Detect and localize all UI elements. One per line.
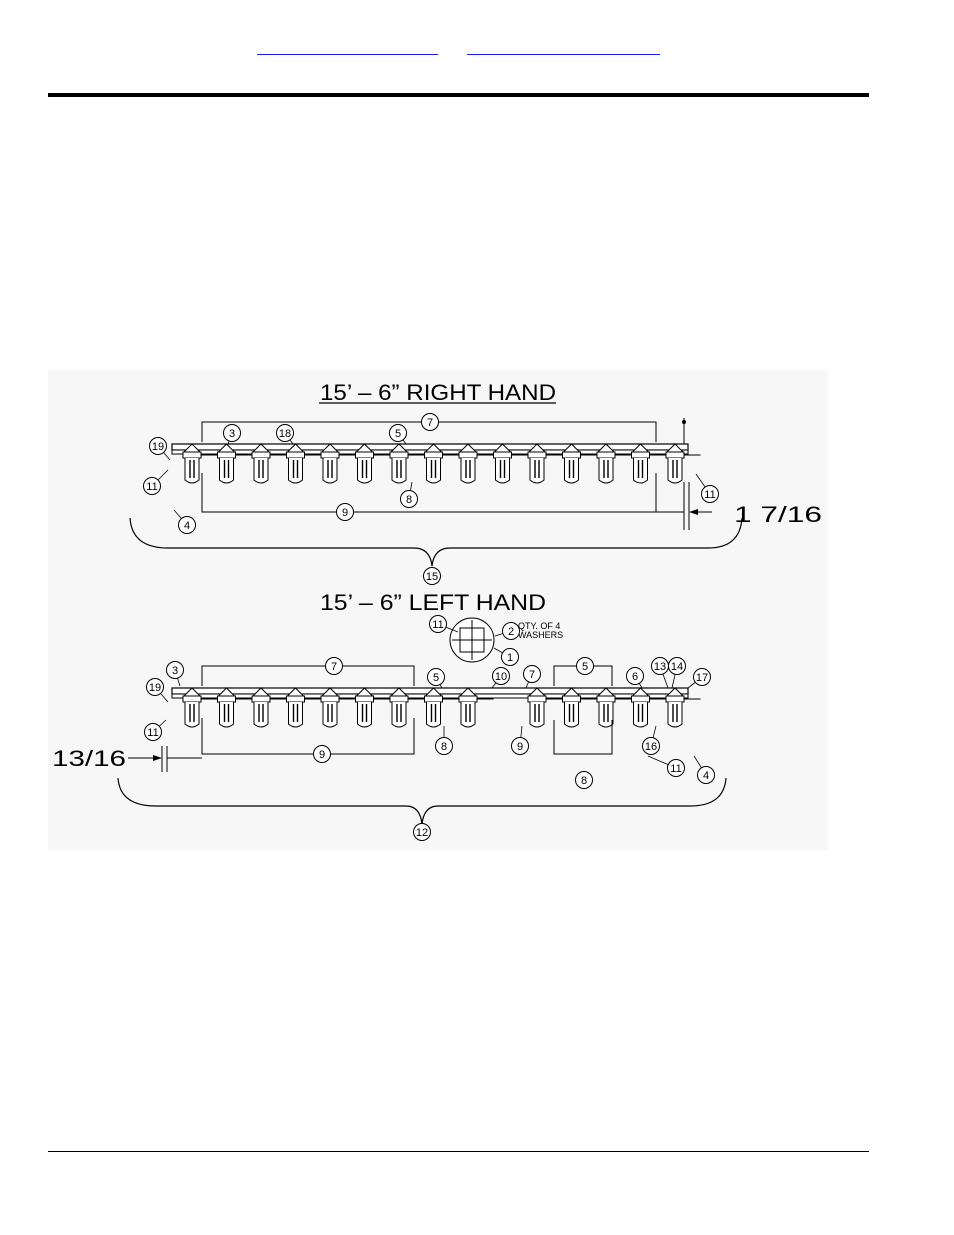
- callout-bubble: 8: [576, 772, 593, 789]
- callout-label: 6: [632, 671, 638, 683]
- callout-label: 11: [146, 481, 157, 493]
- callout-bubble: 6: [627, 668, 644, 689]
- callout-bubble: 16: [643, 726, 660, 755]
- callout-bubble: 3: [224, 425, 241, 445]
- callout-bubble: 3: [167, 662, 184, 687]
- callout-bubble: 5: [428, 669, 445, 689]
- header-rule: [48, 93, 869, 97]
- callout-bubble: 7: [524, 666, 541, 689]
- callout-label: 14: [671, 661, 683, 673]
- callout-label: 4: [184, 520, 190, 532]
- left-hand-assembly: 15’ – 6” LEFT HAND QTY. OF 4 WASHERS 13/…: [52, 590, 726, 841]
- callout-label: 13: [654, 661, 666, 673]
- callout-bubble: 9: [337, 504, 354, 521]
- note-line-2: WASHERS: [518, 630, 563, 640]
- callout-label: 17: [696, 672, 708, 684]
- callout-bubble: 5: [577, 658, 594, 675]
- callout-label: 9: [319, 749, 325, 761]
- callout-bubble: 5: [390, 425, 407, 445]
- callout-bubble: 4: [694, 756, 715, 784]
- callout-bubble: 18: [277, 425, 294, 445]
- callout-label: 9: [342, 507, 348, 519]
- callout-label: 10: [495, 671, 507, 683]
- callout-bubble: 10: [492, 668, 510, 689]
- callout-label: 19: [152, 441, 164, 453]
- callout-label: 3: [172, 665, 178, 677]
- callout-bubble: 8: [401, 482, 418, 508]
- callout-bubble: 11: [696, 474, 719, 503]
- left-hand-title: 15’ – 6” LEFT HAND: [320, 590, 546, 615]
- header-link-1[interactable]: [257, 50, 438, 55]
- callout-bubble: 11: [430, 616, 459, 633]
- callout-bubble: 8: [436, 726, 453, 755]
- left-hand-dimension: 13/16: [52, 746, 126, 771]
- callout-bubble: 13: [652, 658, 669, 689]
- callout-label: 12: [416, 827, 428, 839]
- callout-label: 7: [331, 661, 337, 673]
- callout-bubble: 12: [414, 824, 431, 841]
- callout-bubble: 14: [669, 658, 686, 689]
- callout-label: 1: [507, 652, 513, 664]
- footer-rule: [48, 1151, 869, 1152]
- callout-bubble: 9: [512, 726, 529, 755]
- callout-label: 8: [406, 494, 412, 506]
- callout-label: 11: [704, 489, 715, 501]
- callout-bubble: 7: [422, 414, 439, 431]
- callout-bubble: 7: [326, 658, 343, 675]
- callout-label: 5: [395, 428, 401, 440]
- callout-bubble: 19: [150, 438, 171, 461]
- callout-bubble: 1: [494, 648, 519, 666]
- callout-bubble: 17: [688, 669, 711, 689]
- callout-label: 5: [582, 661, 588, 673]
- callout-label: 15: [426, 571, 438, 583]
- callout-bubble: 11: [144, 470, 169, 495]
- callout-label: 8: [441, 741, 447, 753]
- callout-label: 11: [670, 763, 681, 775]
- callout-label: 9: [517, 741, 523, 753]
- callout-bubble: 11: [145, 720, 167, 741]
- callout-label: 7: [427, 417, 433, 429]
- callout-bubble: 4: [174, 510, 196, 534]
- callout-label: 8: [581, 775, 587, 787]
- callout-label: 19: [149, 682, 161, 694]
- callout-bubble: 9: [314, 746, 331, 763]
- callout-label: 11: [147, 727, 158, 739]
- callout-label: 4: [703, 770, 709, 782]
- callout-label: 16: [645, 741, 657, 753]
- right-hand-title: 15’ – 6” RIGHT HAND: [320, 380, 556, 405]
- callout-label: 5: [433, 672, 439, 684]
- callout-label: 3: [229, 428, 235, 440]
- right-hand-dimension: 1 7/16: [734, 502, 822, 527]
- callout-bubble: 2: [495, 623, 520, 640]
- header-link-2[interactable]: [467, 50, 660, 55]
- callout-bubble: 15: [424, 568, 441, 585]
- callout-label: 7: [529, 669, 535, 681]
- callout-label: 11: [432, 619, 443, 631]
- callout-bubble: 11: [648, 756, 685, 777]
- callout-bubble: 19: [147, 679, 169, 703]
- right-hand-assembly: 15’ – 6” RIGHT HAND 1 7/16 7 3 18 5 19 11 11 4 9…: [130, 380, 822, 585]
- callout-label: 2: [508, 626, 514, 638]
- callout-label: 18: [279, 428, 291, 440]
